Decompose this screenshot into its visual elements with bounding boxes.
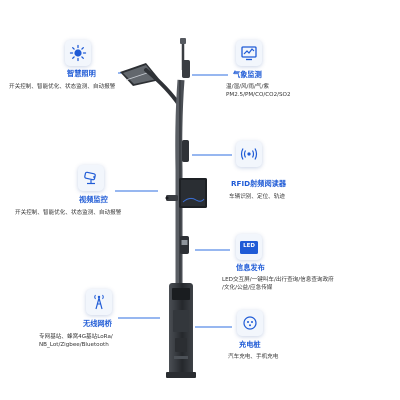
info-release-desc: LED交互屏/一键叫车/出行查询/信息查询政府 /文化/公益/应急传媒	[222, 277, 334, 291]
info-release-icon-box: LED	[236, 234, 262, 260]
camera-unit	[165, 195, 178, 201]
led-screen-icon: LED	[240, 240, 258, 254]
rfid-icon-box	[236, 141, 262, 167]
video-surveillance-desc: 开关控制、智能优化、状态监测、自动报警	[15, 210, 122, 216]
weather-monitoring-title: 气象监测	[233, 70, 262, 79]
cctv-camera-icon	[84, 171, 96, 185]
wireless-network-icon-box	[86, 289, 112, 315]
weather-monitoring-desc: 温/湿/风/雨/气/紫 PM2.5/PM/CO/CO2/SO2	[226, 84, 291, 98]
rfid-title: RFID射频阅读器	[231, 179, 287, 188]
monitor-chart-icon	[241, 46, 257, 61]
smart-lighting-title: 智慧照明	[67, 69, 96, 78]
lamp-head	[120, 63, 182, 108]
weather-sensor	[182, 60, 190, 78]
info-release-title: 信息发布	[236, 263, 265, 272]
video-surveillance-icon-box	[78, 165, 104, 191]
charging-pile-icon-box	[237, 310, 263, 336]
rfid-wave-icon	[240, 148, 258, 160]
charger-plug-icon	[243, 316, 257, 330]
smart-lighting-desc: 开关控制、智能优化、状态监测、自动报警	[9, 84, 116, 90]
charging-pile-desc: 汽车充电、手机充电	[228, 354, 279, 360]
base-cabinet	[166, 283, 196, 378]
antenna-tower-icon	[94, 294, 104, 310]
weather-monitoring-icon-box	[236, 40, 262, 66]
wireless-network-desc: 专网基站、蜂窝4G基站LoRa/ NB_Lot/Zigbee/Bluetooth	[39, 334, 113, 348]
led-screen-label: LED	[243, 243, 255, 250]
charging-pile-title: 充电桩	[239, 340, 261, 349]
connector-lines	[115, 72, 232, 328]
smart-lighting-icon-box	[65, 40, 91, 66]
rfid-desc: 车辆识别、定位、轨迹	[229, 194, 285, 200]
video-surveillance-title: 视频监控	[79, 195, 108, 204]
sun-icon	[69, 44, 87, 62]
wireless-network-title: 无线网桥	[83, 319, 112, 328]
